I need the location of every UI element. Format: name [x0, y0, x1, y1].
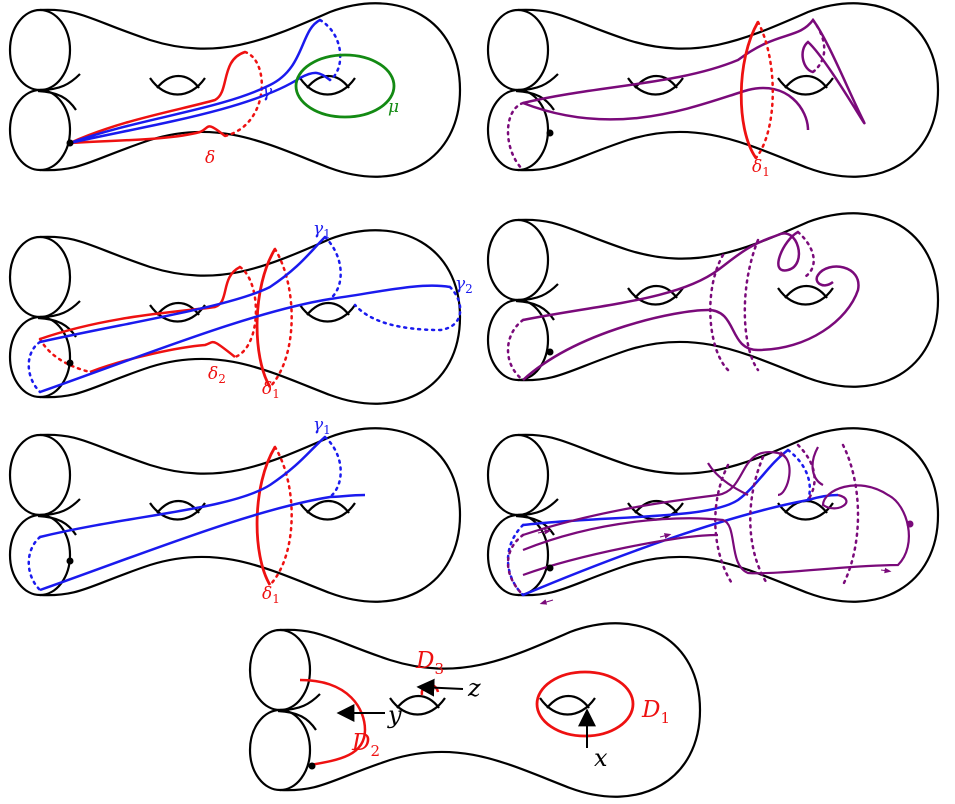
- curve-gamma-dotted: [27, 435, 342, 592]
- panel-2: δ1: [486, 2, 940, 179]
- panel-4: [486, 212, 940, 388]
- curve-delta: [69, 50, 246, 145]
- curve-delta1-dotted: [268, 445, 293, 587]
- basepoint: [66, 557, 74, 565]
- arrow-mark: [777, 451, 787, 457]
- curve-delta1-dotted: [754, 20, 774, 160]
- label-gamma1: γ1: [313, 415, 331, 437]
- curve-blue: [522, 449, 839, 597]
- curve-purple: [522, 17, 866, 131]
- curve-gamma: [69, 18, 331, 145]
- curve-delta1: [255, 248, 277, 388]
- label-x: x: [594, 744, 608, 772]
- curve-gamma-dotted: [27, 235, 462, 394]
- label-gamma2: γ2: [455, 274, 473, 296]
- curve-purple-dotted: [506, 230, 815, 382]
- curve-gamma1: [39, 436, 366, 592]
- panel-5: γ1 δ1: [8, 415, 462, 606]
- curve-delta-dotted: [223, 50, 264, 138]
- curve-gamma1: [39, 236, 451, 394]
- label-D1: D1: [641, 697, 670, 727]
- curve-delta1: [739, 21, 760, 159]
- curve-D1: [535, 670, 635, 738]
- label-gamma1: γ1: [313, 219, 331, 241]
- curve-delta1: [255, 446, 277, 586]
- surface-outline: [486, 427, 940, 603]
- panel-3: γ1 γ2 δ2 δ1: [8, 219, 473, 405]
- arrow-mark: [659, 533, 672, 539]
- surface-outline: [486, 2, 940, 178]
- arrow-mark: [537, 528, 552, 535]
- panel-6: [486, 427, 940, 605]
- label-y: y: [387, 701, 402, 729]
- basepoint: [66, 359, 74, 367]
- basepoint: [308, 762, 316, 770]
- label-delta: δ: [205, 148, 215, 168]
- label-gamma: γ: [262, 82, 273, 102]
- arrow-z: [416, 678, 464, 697]
- curve-blue-dotted: [506, 448, 812, 597]
- basepoint: [546, 348, 554, 356]
- surface-outline: [486, 212, 940, 388]
- curve-delta1-dotted: [268, 247, 293, 389]
- curve-purple-dotted: [506, 18, 826, 172]
- basepoint: [546, 129, 554, 137]
- label-delta1: δ1: [262, 379, 280, 401]
- purple-point: [906, 520, 914, 528]
- curve-purple-dotted: [506, 443, 860, 597]
- label-delta2: δ2: [208, 364, 226, 386]
- panel-7: D3 D2 D1 y z x: [248, 622, 702, 798]
- panel-1: γ μ δ: [8, 2, 462, 178]
- curve-mu: [294, 53, 396, 119]
- label-delta1: δ1: [262, 584, 280, 606]
- curve-delta2-dotted: [38, 265, 258, 374]
- arrow-mark: [539, 599, 554, 605]
- label-D2: D2: [351, 730, 380, 760]
- basepoint: [546, 564, 554, 572]
- curve-gamma-dotted: [318, 18, 342, 82]
- arrow-mark: [880, 567, 892, 574]
- curve-D2: [299, 678, 367, 767]
- label-mu: μ: [388, 97, 399, 117]
- label-delta1: δ1: [752, 157, 770, 179]
- label-z: z: [467, 674, 481, 702]
- curve-purple: [522, 230, 860, 381]
- curve-purple: [522, 446, 910, 577]
- label-D3: D3: [415, 648, 444, 678]
- basepoint: [66, 139, 74, 147]
